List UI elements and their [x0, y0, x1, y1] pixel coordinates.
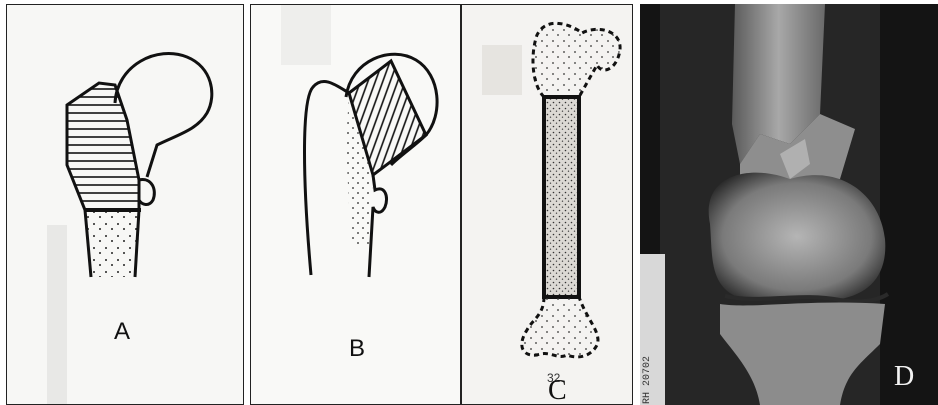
label-a: A — [114, 318, 130, 346]
panel-d-xray: RH 20702 D — [640, 4, 938, 405]
label-b: B — [349, 335, 365, 363]
femur-diagram-c — [462, 5, 633, 405]
xray-image — [640, 4, 938, 405]
distal-dashed-end — [522, 297, 598, 357]
shaft-region — [544, 97, 579, 297]
label-d: D — [894, 361, 914, 393]
panel-b: B — [250, 4, 461, 405]
lateral-shaft-outline — [305, 81, 350, 275]
label-c: C — [548, 375, 567, 405]
panel-a: A — [6, 4, 244, 405]
proximal-dashed-end — [533, 23, 620, 97]
lesser-trochanter — [139, 180, 154, 205]
background-smudge — [47, 225, 67, 405]
dotted-shaft-region — [85, 210, 139, 277]
background-smudge — [281, 5, 331, 65]
background-smudge — [482, 45, 522, 95]
panel-c: 32 C — [461, 4, 633, 405]
film-marking: RH 20702 — [642, 304, 662, 404]
hatched-region — [67, 83, 139, 210]
femoral-condyles — [709, 173, 886, 301]
